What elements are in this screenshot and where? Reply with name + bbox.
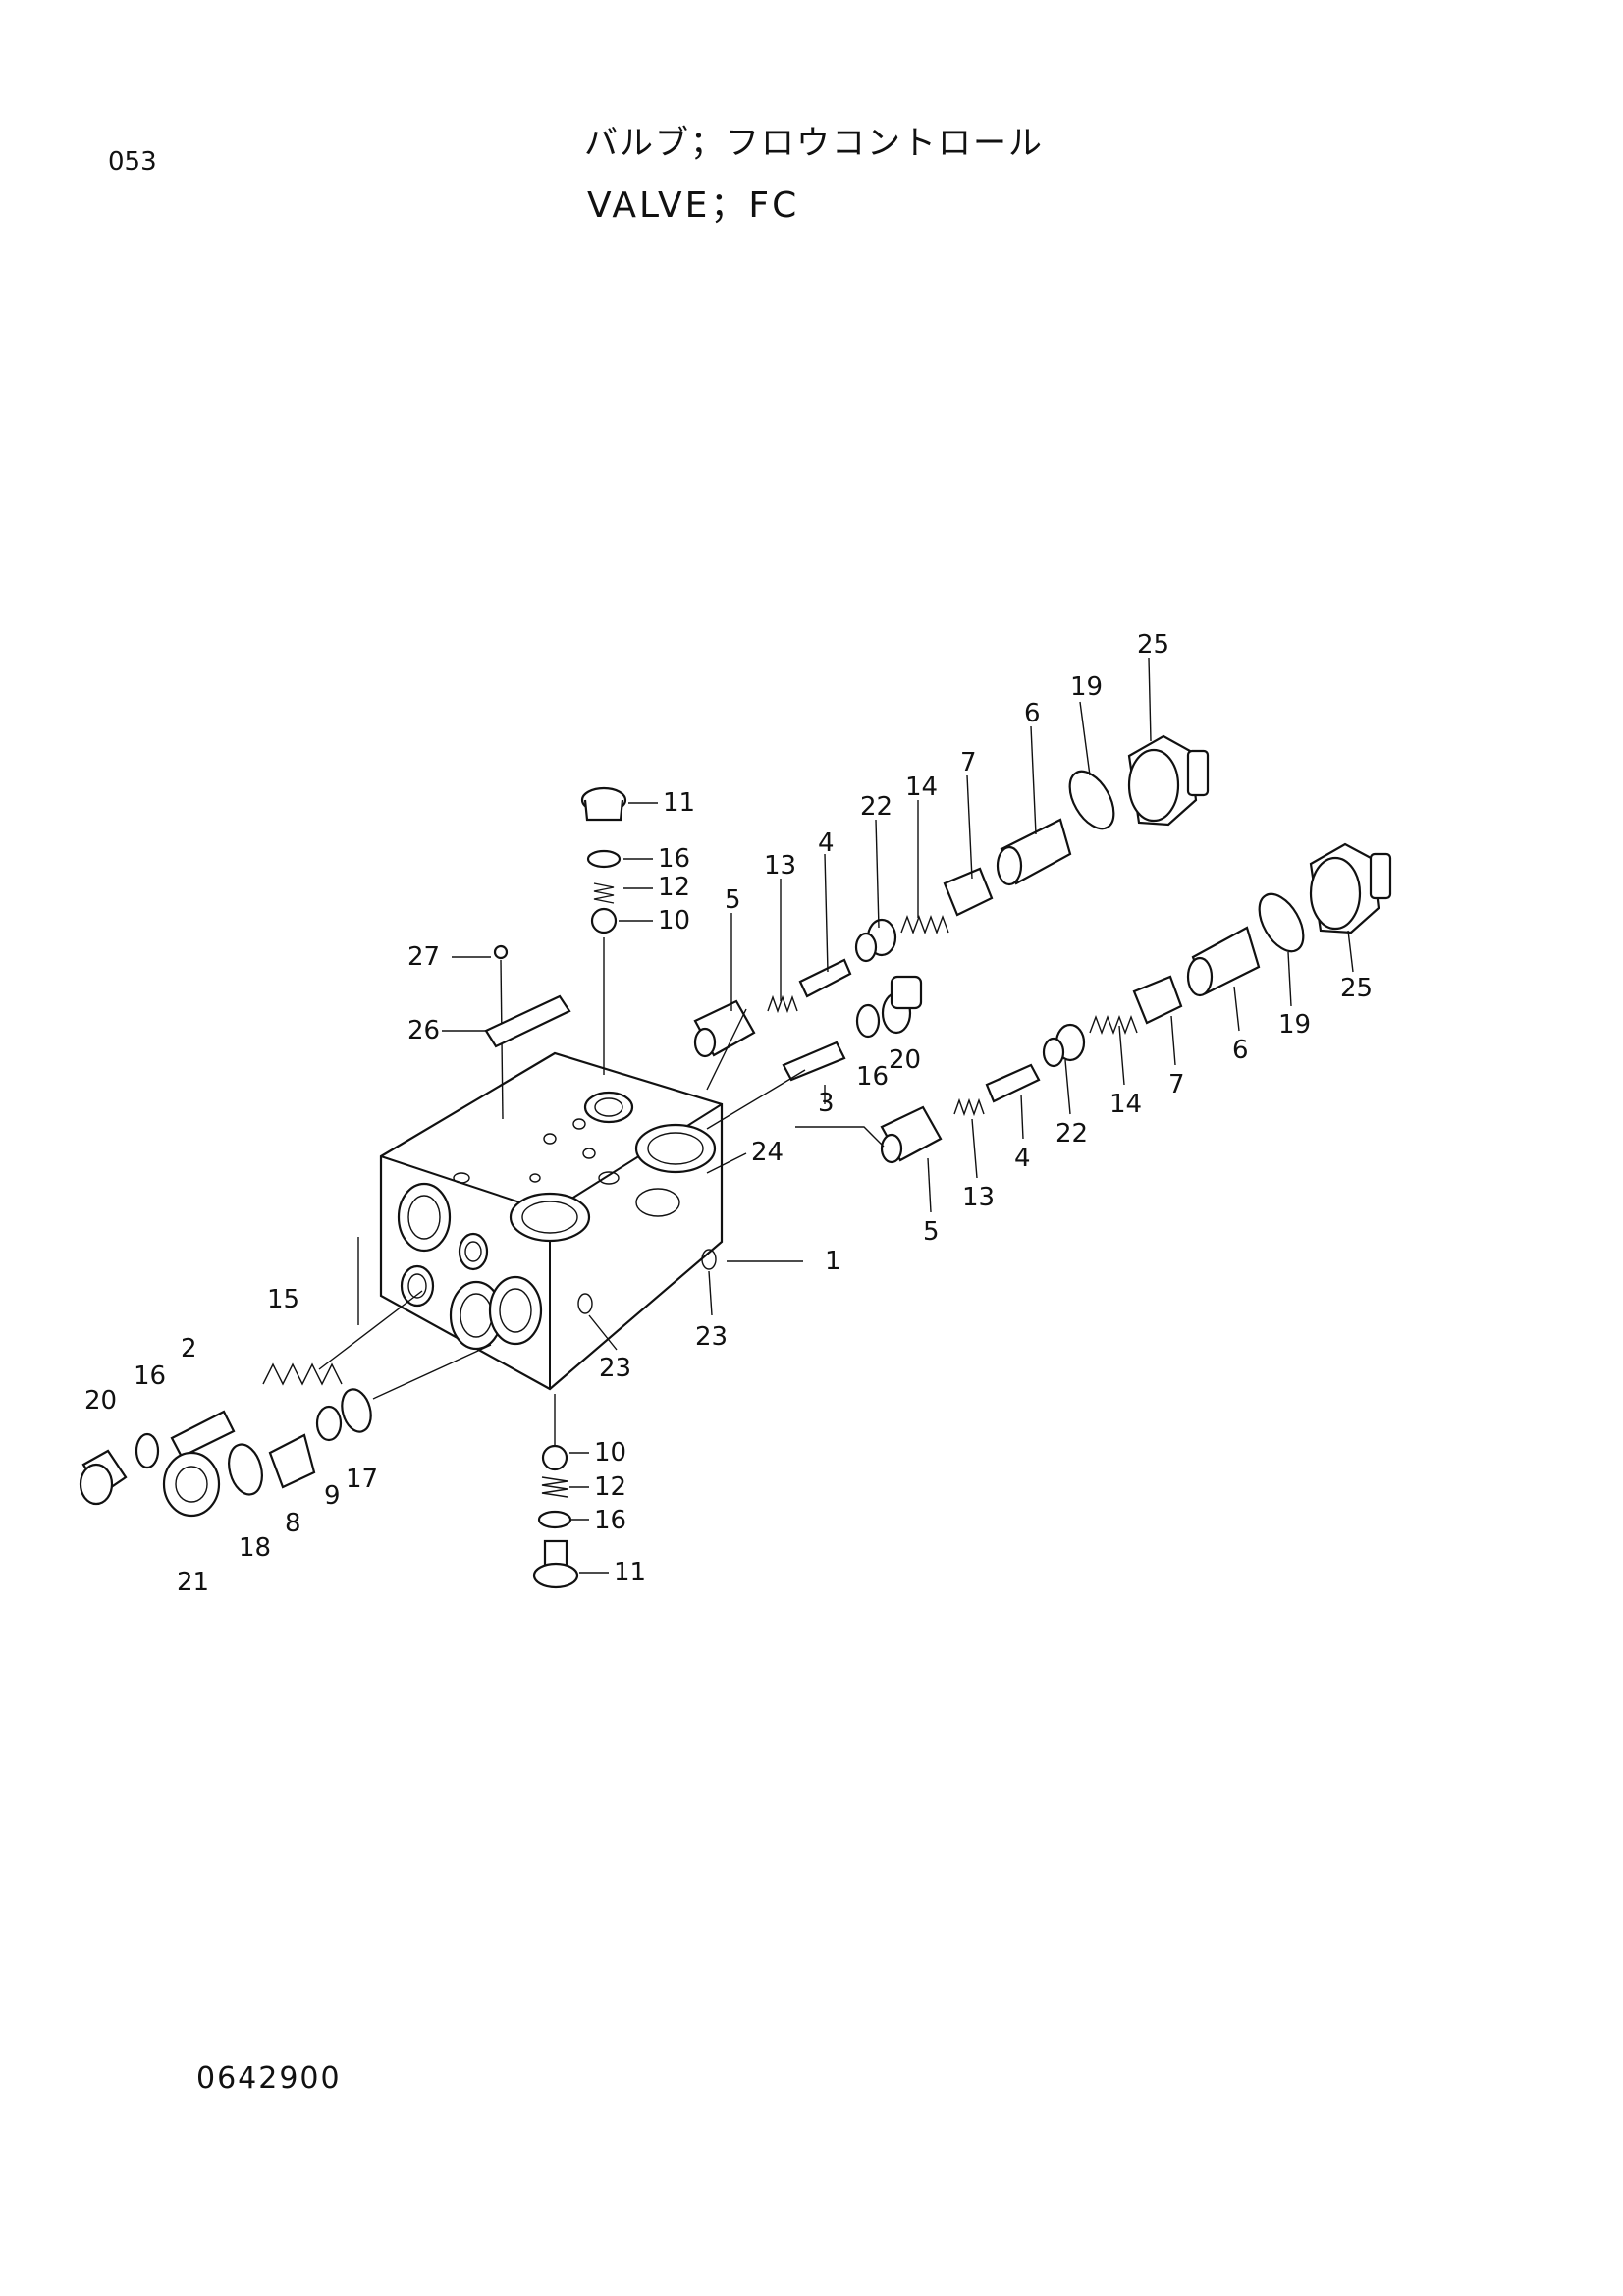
callout-6-upper: 6 <box>1024 699 1041 728</box>
callout-22-lower: 22 <box>1055 1119 1088 1148</box>
callout-12-bottom: 12 <box>594 1472 626 1502</box>
upper-cartridge-assembly <box>693 734 1210 1130</box>
callout-5-upper: 5 <box>725 885 741 915</box>
callout-11-bottom: 11 <box>614 1558 646 1587</box>
callout-23-right: 23 <box>695 1322 728 1352</box>
callout-4-upper: 4 <box>818 828 835 858</box>
callout-11-top: 11 <box>663 788 695 818</box>
callout-labels: 25 19 6 7 14 22 4 13 5 11 16 12 10 27 26… <box>84 630 1373 1597</box>
bottom-plug-stack <box>532 1394 579 1589</box>
callout-19-upper: 19 <box>1070 672 1103 702</box>
callout-13-upper: 13 <box>764 851 796 881</box>
callout-22-upper: 22 <box>860 792 893 822</box>
callout-15: 15 <box>267 1285 299 1314</box>
callout-5-lower: 5 <box>923 1217 940 1247</box>
leader-lines <box>442 657 1354 1574</box>
callout-16-bottom: 16 <box>594 1506 626 1535</box>
title-japanese: バルブ；フロウコントロール <box>584 124 1044 163</box>
drawing-number: 0642900 <box>196 2061 342 2096</box>
callout-27: 27 <box>407 942 440 972</box>
callout-25-lower: 25 <box>1340 974 1373 1003</box>
callout-20-left: 20 <box>84 1386 117 1415</box>
callout-6-lower: 6 <box>1232 1036 1249 1065</box>
lower-cartridge-assembly <box>795 842 1392 1164</box>
callout-14-lower: 14 <box>1109 1090 1142 1119</box>
callout-23-front: 23 <box>599 1354 631 1383</box>
top-plug-stack <box>484 786 627 1120</box>
callout-10-bottom: 10 <box>594 1438 626 1468</box>
callout-10-top: 10 <box>658 906 690 935</box>
callout-21: 21 <box>177 1568 209 1597</box>
callout-18: 18 <box>239 1533 271 1563</box>
page-number: 053 <box>108 147 157 177</box>
callout-25-upper: 25 <box>1137 630 1169 660</box>
callout-12-top: 12 <box>658 873 690 902</box>
callout-14-upper: 14 <box>905 773 938 802</box>
callout-3: 3 <box>818 1089 835 1118</box>
valve-body-part-1 <box>379 1051 724 1391</box>
callout-7-upper: 7 <box>960 748 977 777</box>
callout-8: 8 <box>285 1509 301 1538</box>
title-english: VALVE；FC <box>587 186 800 226</box>
callout-26: 26 <box>407 1016 440 1045</box>
callout-9: 9 <box>324 1481 341 1511</box>
callout-4-lower: 4 <box>1014 1144 1031 1173</box>
left-parts-stack <box>79 1237 492 1518</box>
callout-17: 17 <box>346 1465 378 1494</box>
callout-1: 1 <box>825 1247 841 1276</box>
callout-2: 2 <box>181 1334 197 1363</box>
callout-20-mid: 20 <box>889 1045 921 1075</box>
callout-24: 24 <box>751 1138 784 1167</box>
callout-16-top: 16 <box>658 844 690 874</box>
callout-7-lower: 7 <box>1168 1070 1185 1099</box>
callout-16-left: 16 <box>134 1362 166 1391</box>
callout-13-lower: 13 <box>962 1183 995 1212</box>
callout-19-lower: 19 <box>1278 1010 1311 1040</box>
callout-16-mid: 16 <box>856 1062 889 1092</box>
